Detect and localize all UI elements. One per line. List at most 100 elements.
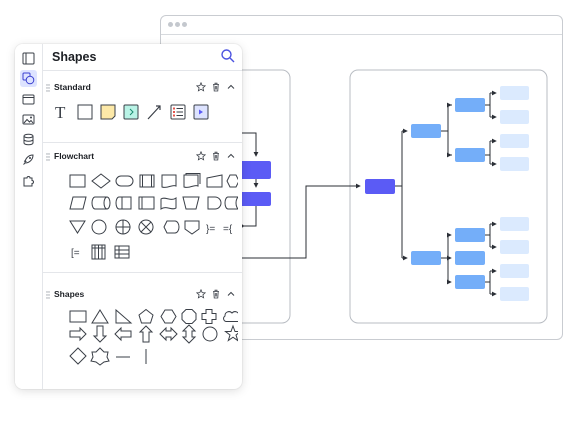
arrow-down-icon[interactable] bbox=[92, 325, 108, 343]
circle-icon[interactable] bbox=[202, 326, 218, 342]
table-icon[interactable] bbox=[114, 245, 130, 259]
connector[interactable] bbox=[240, 132, 259, 157]
connector[interactable] bbox=[441, 104, 452, 156]
decision-icon[interactable] bbox=[91, 173, 111, 189]
summing-junction-icon[interactable] bbox=[138, 219, 154, 235]
or-icon[interactable] bbox=[115, 219, 131, 235]
connector[interactable] bbox=[485, 141, 491, 164]
polygon-star-icon[interactable] bbox=[90, 347, 110, 366]
merge-icon[interactable] bbox=[69, 220, 86, 234]
document-icon[interactable] bbox=[161, 174, 177, 188]
triangle-icon[interactable] bbox=[91, 309, 109, 324]
octagon-icon[interactable] bbox=[181, 309, 197, 324]
hexagon-icon[interactable] bbox=[160, 309, 177, 324]
drag-handle-icon[interactable] bbox=[46, 291, 50, 299]
arrow-up-down-icon[interactable] bbox=[181, 324, 197, 344]
leaf-node[interactable] bbox=[500, 240, 529, 254]
puzzle-icon[interactable] bbox=[20, 172, 37, 189]
section-header-flowchart[interactable]: Flowchart bbox=[43, 151, 242, 167]
flow-node[interactable] bbox=[240, 192, 271, 206]
cloud-icon[interactable] bbox=[223, 311, 238, 322]
manual-operation-icon[interactable] bbox=[182, 196, 200, 210]
rectangle-icon[interactable] bbox=[69, 310, 87, 323]
data-icon[interactable] bbox=[69, 196, 87, 210]
flow-node[interactable] bbox=[455, 148, 485, 162]
flow-node[interactable] bbox=[411, 124, 441, 138]
leaf-node[interactable] bbox=[500, 287, 529, 301]
leaf-node[interactable] bbox=[500, 134, 529, 148]
connector[interactable] bbox=[485, 224, 491, 247]
star-icon[interactable] bbox=[196, 289, 206, 299]
multi-document-icon[interactable] bbox=[183, 173, 201, 188]
image-icon[interactable] bbox=[20, 111, 37, 128]
preparation-icon[interactable] bbox=[226, 174, 238, 188]
pentagon-icon[interactable] bbox=[138, 308, 154, 324]
internal-storage-icon[interactable] bbox=[138, 196, 155, 210]
manual-input-icon[interactable] bbox=[206, 174, 223, 188]
connector-icon[interactable] bbox=[91, 219, 107, 235]
arrow-left-icon[interactable] bbox=[114, 326, 132, 342]
connector[interactable] bbox=[441, 235, 449, 282]
connector[interactable] bbox=[242, 183, 361, 259]
rocket-icon[interactable] bbox=[20, 151, 37, 168]
square-icon[interactable] bbox=[77, 104, 93, 120]
frame-icon[interactable] bbox=[20, 91, 37, 108]
leaf-node[interactable] bbox=[500, 86, 529, 100]
cross-icon[interactable] bbox=[201, 309, 217, 324]
process-icon[interactable] bbox=[69, 174, 86, 188]
chevron-up-icon[interactable] bbox=[226, 82, 236, 92]
connector[interactable] bbox=[485, 271, 491, 294]
flow-node[interactable] bbox=[455, 251, 485, 265]
terminator-icon[interactable] bbox=[115, 175, 134, 187]
display-icon[interactable] bbox=[163, 220, 180, 234]
arrow-left-right-icon[interactable] bbox=[159, 326, 178, 342]
chevron-up-icon[interactable] bbox=[226, 151, 236, 161]
container-right[interactable] bbox=[349, 69, 548, 324]
drag-handle-icon[interactable] bbox=[46, 153, 50, 161]
drag-handle-icon[interactable] bbox=[46, 84, 50, 92]
annotation-icon[interactable]: [= bbox=[71, 248, 80, 259]
text-tool-icon[interactable]: T bbox=[55, 103, 66, 122]
diamond-icon[interactable] bbox=[69, 347, 87, 365]
search-icon[interactable] bbox=[220, 48, 236, 64]
arrow-up-icon[interactable] bbox=[138, 325, 154, 343]
delay-icon[interactable] bbox=[207, 196, 222, 210]
stored-data-icon[interactable] bbox=[224, 196, 238, 210]
arrow-right-icon[interactable] bbox=[69, 326, 87, 342]
flow-node[interactable] bbox=[240, 161, 271, 179]
list-icon[interactable] bbox=[170, 104, 186, 120]
star-shape-icon[interactable] bbox=[224, 324, 239, 342]
section-header-standard[interactable]: Standard bbox=[43, 82, 242, 98]
leaf-node[interactable] bbox=[500, 110, 529, 124]
sticky-note-icon[interactable] bbox=[100, 104, 116, 120]
star-icon[interactable] bbox=[196, 151, 206, 161]
page-icon[interactable] bbox=[20, 50, 37, 67]
trash-icon[interactable] bbox=[211, 289, 221, 299]
leaf-node[interactable] bbox=[500, 264, 529, 278]
paper-tape-icon[interactable] bbox=[160, 196, 177, 211]
note-card-icon[interactable] bbox=[123, 104, 139, 120]
connector[interactable] bbox=[242, 206, 257, 227]
off-page-link-icon[interactable] bbox=[184, 220, 200, 235]
window-dot-icon[interactable] bbox=[168, 22, 173, 27]
leaf-node[interactable] bbox=[500, 157, 529, 171]
flow-node[interactable] bbox=[455, 275, 485, 289]
flow-node[interactable] bbox=[411, 251, 441, 265]
database-icon[interactable] bbox=[91, 196, 111, 210]
window-dot-icon[interactable] bbox=[175, 22, 180, 27]
predefined-process-icon[interactable] bbox=[139, 174, 155, 188]
line-icon[interactable] bbox=[147, 105, 161, 120]
annotation-right-icon[interactable]: }= bbox=[206, 224, 215, 235]
shapes-icon[interactable] bbox=[20, 70, 37, 87]
right-triangle-icon[interactable] bbox=[115, 308, 133, 324]
flow-node[interactable] bbox=[365, 179, 395, 194]
trash-icon[interactable] bbox=[211, 151, 221, 161]
direct-data-icon[interactable] bbox=[115, 196, 132, 210]
window-dot-icon[interactable] bbox=[182, 22, 187, 27]
trash-icon[interactable] bbox=[211, 82, 221, 92]
annotation-left-icon[interactable]: ={ bbox=[223, 224, 233, 235]
data-icon[interactable] bbox=[20, 131, 37, 148]
section-header-shapes[interactable]: Shapes bbox=[43, 289, 242, 305]
flow-node[interactable] bbox=[455, 228, 485, 242]
